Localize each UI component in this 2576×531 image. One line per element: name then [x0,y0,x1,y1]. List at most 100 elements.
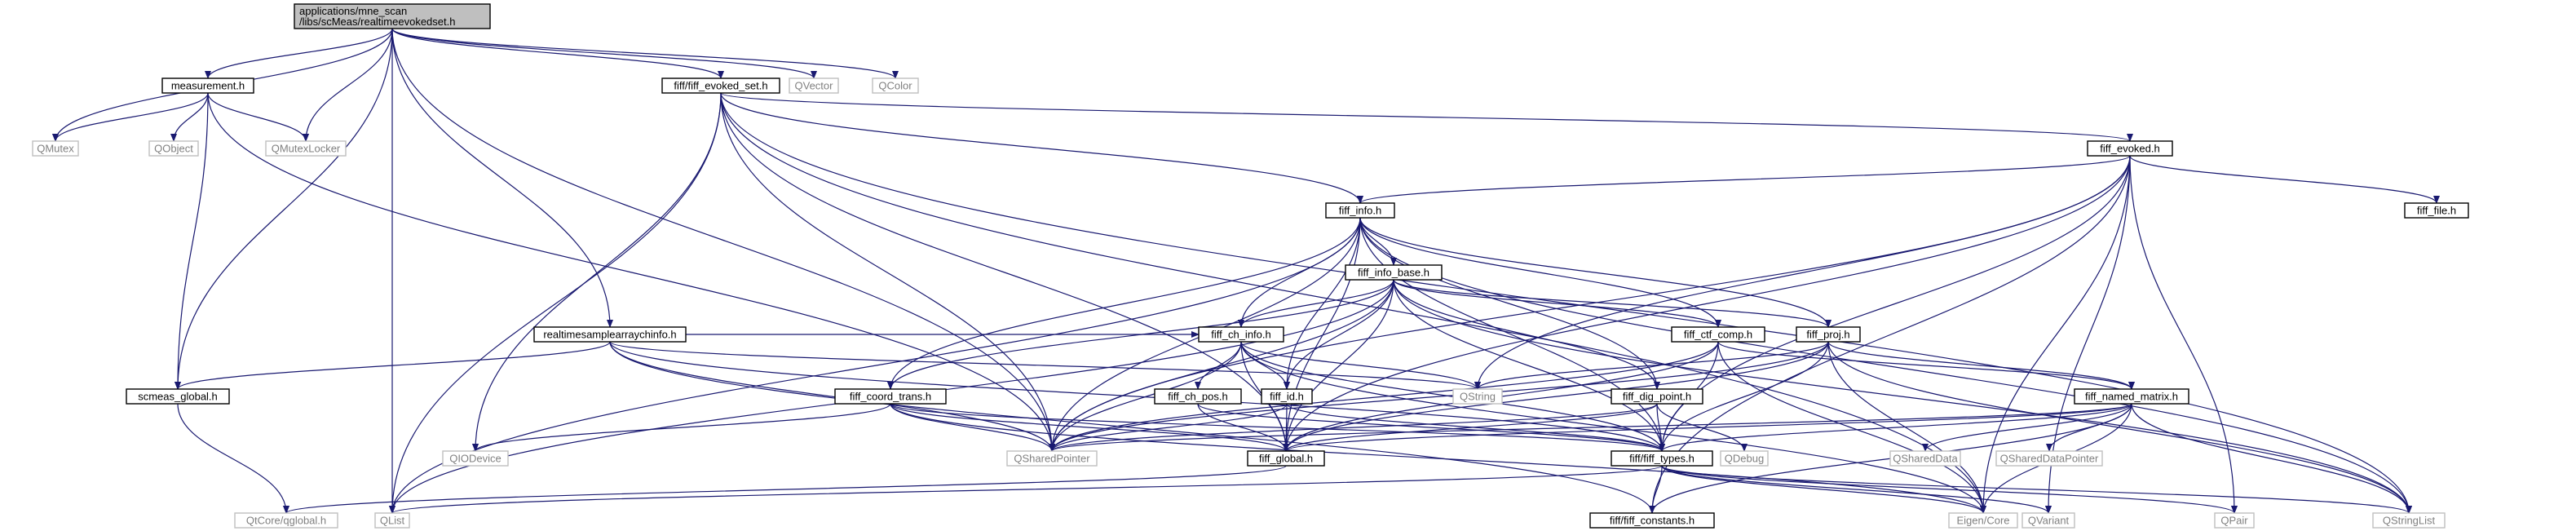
node-box [661,77,780,94]
node-ffchpos[interactable]: fiff_ch_pos.h [1154,388,1242,405]
node-ffproj[interactable]: fiff_proj.h [1796,326,1861,343]
edge-fftypes-to-qstringlist [1661,465,2412,514]
edge-ffctfcomp-to-eigencore [1717,341,1986,514]
node-qshareddatapointer: QSharedDataPointer [1995,450,2103,467]
node-label: fiff/fiff_constants.h [1610,515,1695,527]
node-label: fiff_global.h [1259,453,1313,465]
edge-ffdigpoint-to-qsharedpointer [1049,403,1658,452]
node-label: QMutex [37,143,74,155]
node-ffevset[interactable]: fiff/fiff_evoked_set.h [661,77,780,94]
edge-ffdigpoint-to-ffglobal [1283,403,1658,452]
node-label: fiff_proj.h [1806,329,1849,341]
edge-measurement-to-scmeasglobal [175,92,209,390]
node-box [1948,512,2018,529]
node-ffnamedmatrix[interactable]: fiff_named_matrix.h [2074,388,2189,405]
node-box [1452,388,1503,405]
edge-ffinfobase-to-ffchinfo [1238,279,1394,328]
node-label: fiff_info_base.h [1358,267,1429,279]
edge-ffevoked-to-ffglobal [1283,155,2131,452]
node-box [1345,264,1443,281]
node-label: fiff_evoked.h [2100,143,2159,155]
node-label: fiff_ch_pos.h [1168,391,1227,403]
node-box [789,77,839,94]
edge-ffinfobase-to-ffctfcomp [1393,279,1721,328]
edge-root-to-rtsai [391,28,613,328]
edge-ffchpos-to-ffglobal [1197,403,1289,452]
edge-ffglobal-to-qtcoreglobal [283,465,1287,514]
node-label: fiff/fiff_types.h [1629,453,1695,465]
node-ffctfcomp[interactable]: fiff_ctf_comp.h [1671,326,1765,343]
edge-ffcoordtrans-to-fftypes [890,403,1665,452]
edge-ffproj-to-ffglobal [1283,341,1829,452]
edge-ffid-to-qsharedpointer [1049,403,1288,452]
edge-ffinfobase-to-ffdigpoint [1393,279,1660,390]
node-label: QSharedPointer [1014,453,1090,465]
edge-fftypes-to-ffconstants [1649,465,1663,514]
edge-root-to-qmutexlocker [303,28,393,142]
node-box [148,140,199,157]
node-label: fiff_file.h [2417,205,2456,217]
node-qpair: QPair [2214,512,2255,529]
node-ffinfobase[interactable]: fiff_info_base.h [1345,264,1443,281]
node-box [1154,388,1242,405]
node-ffdigpoint[interactable]: fiff_dig_point.h [1611,388,1703,405]
node-label: fiff_id.h [1270,391,1304,403]
node-ffid[interactable]: fiff_id.h [1261,388,1313,405]
node-box [1995,450,2103,467]
edge-measurement-to-qsharedpointer [207,92,1055,452]
edge-ffinfobase-to-ffproj [1393,279,1831,328]
node-qdebug: QDebug [1720,450,1769,467]
node-qmutex: QMutex [32,140,79,157]
edge-fftypes-to-qvariant [1661,465,2052,514]
node-fftypes[interactable]: fiff/fiff_types.h [1611,450,1713,467]
edge-ffinfo-to-ffid [1284,217,1361,390]
node-ffcoordtrans[interactable]: fiff_coord_trans.h [834,388,947,405]
node-qtcoreglobal: QtCore/qglobal.h [234,512,338,529]
node-box [533,326,687,343]
node-scmeasglobal[interactable]: scmeas_global.h [126,388,230,405]
node-ffconstants[interactable]: fiff/fiff_constants.h [1589,512,1715,529]
edge-ffchinfo-to-qsharedpointer [1049,341,1242,452]
edge-ffevset-to-ffinfo [720,92,1363,204]
node-ffglobal[interactable]: fiff_global.h [1247,450,1325,467]
node-ffchinfo[interactable]: fiff_ch_info.h [1198,326,1284,343]
node-label: fiff_ch_info.h [1211,329,1270,341]
node-qobject: QObject [148,140,199,157]
node-label: fiff_info.h [1339,205,1382,217]
node-root[interactable]: applications/mne_scan/libs/scMeas/realti… [294,3,491,29]
node-fffile[interactable]: fiff_file.h [2404,202,2469,219]
node-box [1198,326,1284,343]
edge-ffchinfo-to-eigencore [1240,341,1986,514]
edge-ffevoked-to-qstring [1474,155,2131,390]
node-box [2021,512,2075,529]
node-rtsai[interactable]: realtimesamplearraychinfo.h [533,326,687,343]
edge-ffevset-to-qsharedpointer [720,92,1055,452]
edge-ffproj-to-qsharedpointer [1049,341,1829,452]
node-box [2214,512,2255,529]
node-box [872,77,919,94]
edge-root-to-qsharedpointer [391,28,1055,452]
node-ffevoked[interactable]: fiff_evoked.h [2087,140,2173,157]
edge-root-to-ffevset [391,28,724,79]
edge-ffevset-to-qiodevice [472,92,722,452]
edge-fftypes-to-qlist [389,465,1663,514]
node-ffinfo[interactable]: fiff_info.h [1325,202,1395,219]
node-box [1247,450,1325,467]
edge-ffcoordtrans-to-qiodevice [472,403,891,452]
edge-fftypes-to-qpair [1661,465,2238,514]
node-label: QVector [795,80,834,92]
node-box [265,140,347,157]
edge-ffinfo-to-ffdigpoint [1359,217,1660,390]
node-qstringlist: QStringList [2372,512,2446,529]
node-measurement[interactable]: measurement.h [161,77,254,94]
node-label: QSharedDataPointer [2000,453,2099,465]
edge-ffnamedmatrix-to-ffglobal [1283,403,2132,452]
node-box [1611,388,1703,405]
node-box [32,140,79,157]
edge-ffevset-to-qstringlist [720,92,2412,514]
edge-ffproj-to-ffnamedmatrix [1827,341,2135,390]
edge-ffnamedmatrix-to-fftypes [1659,403,2132,452]
edge-ffevset-to-qlist [389,92,722,514]
node-box [1796,326,1861,343]
edge-ffctfcomp-to-qsharedpointer [1049,341,1719,452]
